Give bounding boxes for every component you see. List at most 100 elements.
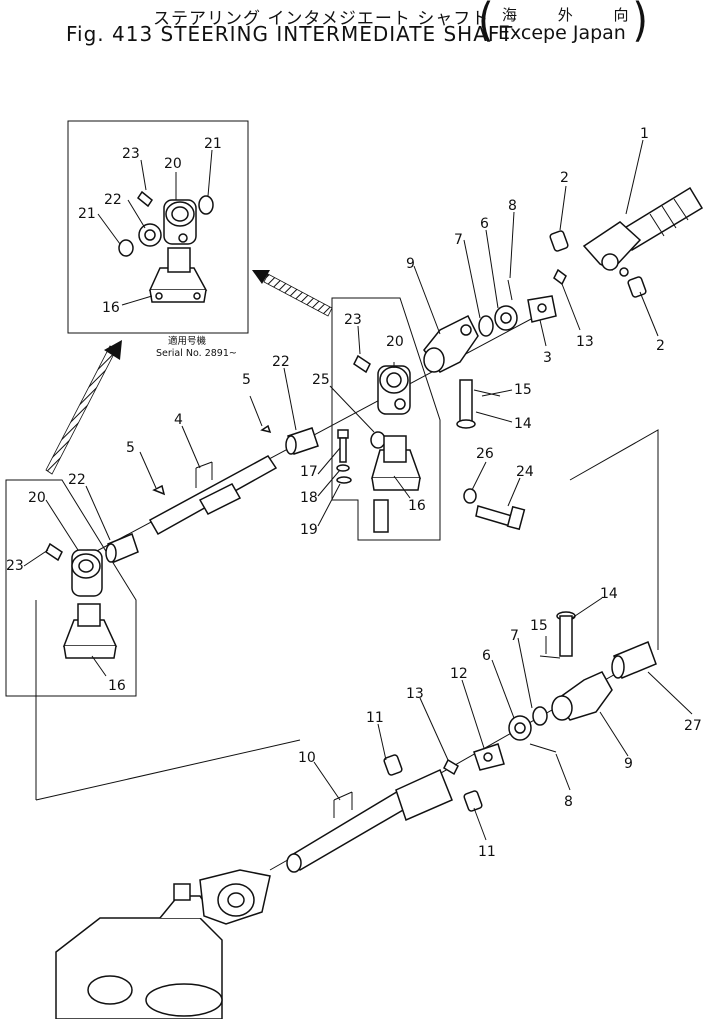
- bracket-16-inset: [148, 247, 208, 303]
- pin-8-lower: [529, 743, 557, 753]
- callout-numbers: 1 2 2 3 4 5 5 6 7 8 9 13 15 14 23 20 25 …: [6, 126, 702, 860]
- snap-ring-7-upper: [478, 315, 494, 337]
- grease-nipple-23-inset: [136, 190, 154, 208]
- bushing-22-inset: [138, 223, 162, 247]
- collar-20-left: [71, 549, 103, 597]
- washer-18: [336, 464, 350, 472]
- callout-16: 16: [102, 300, 120, 316]
- cross-spider-3: [527, 295, 557, 323]
- cross-spider-12: [473, 743, 505, 771]
- callout-9: 9: [624, 756, 633, 772]
- key-5-lower: [152, 484, 166, 496]
- bushing-27: [611, 641, 657, 679]
- callout-8: 8: [564, 794, 573, 810]
- callout-20: 20: [28, 490, 46, 506]
- grease-nipple-13-lower: [443, 758, 459, 776]
- key-5-upper: [260, 424, 272, 434]
- hatched-arrow-up: [45, 340, 122, 475]
- bearing-6-lower: [508, 715, 532, 741]
- collar-20-upper: [377, 365, 411, 415]
- left-group-outline: [5, 479, 137, 697]
- callout-14: 14: [514, 416, 532, 432]
- callout-22: 22: [272, 354, 290, 370]
- serial-number: Serial No. 2891~: [156, 348, 237, 359]
- mid-group-outline: [331, 297, 441, 541]
- snap-ring-7-lower: [532, 706, 548, 726]
- ring-21-inset-right: [198, 195, 214, 215]
- bearing-cap-2-lower: [627, 276, 647, 298]
- yoke-9-lower: [551, 671, 613, 721]
- bolt-24: [475, 505, 526, 531]
- grease-nipple-23-left: [45, 542, 63, 562]
- callout-21: 21: [78, 206, 96, 222]
- callout-1: 1: [640, 126, 649, 142]
- shaft-4: [148, 455, 278, 536]
- callout-11: 11: [366, 710, 384, 726]
- callout-18: 18: [300, 490, 318, 506]
- region-note: ( 海 外 向 Excepe Japan ): [478, 0, 648, 48]
- serial-label-japanese: 適用号機: [168, 335, 207, 347]
- callout-9: 9: [406, 256, 415, 272]
- yoke-9-upper: [423, 314, 479, 373]
- callout-6: 6: [482, 648, 491, 664]
- callout-15: 15: [514, 382, 532, 398]
- bracket-16-upper: [371, 435, 422, 491]
- callout-14: 14: [600, 586, 618, 602]
- callout-27: 27: [684, 718, 702, 734]
- callout-23: 23: [6, 558, 24, 574]
- right-connector-line: [569, 429, 659, 650]
- bracket-16-left: [62, 603, 118, 659]
- callout-22: 22: [104, 192, 122, 208]
- steering-gearbox: [55, 869, 271, 1019]
- callout-23: 23: [344, 312, 362, 328]
- washer-26: [463, 488, 477, 504]
- callout-17: 17: [300, 464, 318, 480]
- bolt-17: [337, 429, 349, 463]
- callout-7: 7: [510, 628, 519, 644]
- region-note-japanese: 海 外 向: [502, 6, 647, 24]
- callout-23: 23: [122, 146, 140, 162]
- shaft-10: [286, 768, 453, 873]
- callout-16: 16: [408, 498, 426, 514]
- ring-25: [370, 431, 386, 449]
- callout-15: 15: [530, 618, 548, 634]
- bushing-22-mid: [285, 427, 319, 455]
- grease-nipple-13-upper: [553, 268, 567, 286]
- callout-2: 2: [560, 170, 569, 186]
- cotter-15-lower: [539, 655, 561, 659]
- right-paren: ): [632, 0, 648, 48]
- bearing-6-upper: [494, 305, 518, 331]
- pin-14-upper: [456, 379, 476, 429]
- spacer-16-lower: [373, 499, 389, 533]
- figure-title-japanese: ステアリング インタメジエート シャフト: [153, 9, 490, 29]
- callout-26: 26: [476, 446, 494, 462]
- bearing-cap-2-upper: [549, 230, 569, 252]
- callout-20: 20: [386, 334, 404, 350]
- collar-20-inset: [163, 199, 197, 245]
- figure-header: ステアリング インタメジエート シャフト Fig. 413 STEERING I…: [0, 0, 728, 48]
- callout-21: 21: [204, 136, 222, 152]
- grease-nipple-23-upper: [353, 354, 371, 374]
- callout-24: 24: [516, 464, 534, 480]
- inset-box: 23 20 21 22 21 16: [67, 120, 249, 334]
- left-paren: (: [478, 0, 494, 48]
- callout-6: 6: [480, 216, 489, 232]
- callout-7: 7: [454, 232, 463, 248]
- callout-25: 25: [312, 372, 330, 388]
- steering-shaft-1: [582, 186, 704, 277]
- callout-12: 12: [450, 666, 468, 682]
- leader-lines: [23, 139, 693, 841]
- callout-8: 8: [508, 198, 517, 214]
- cotter-15-upper: [473, 389, 501, 397]
- left-connector-line-2: [35, 739, 301, 801]
- bearing-cap-11-upper: [383, 754, 403, 776]
- callout-11: 11: [478, 844, 496, 860]
- figure-title: Fig. 413 STEERING INTERMEDIATE SHAFT: [66, 22, 514, 46]
- bushing-22-left: [105, 532, 139, 564]
- callout-16: 16: [108, 678, 126, 694]
- callout-13: 13: [576, 334, 594, 350]
- callout-20: 20: [164, 156, 182, 172]
- callout-4: 4: [174, 412, 183, 428]
- callout-10: 10: [298, 750, 316, 766]
